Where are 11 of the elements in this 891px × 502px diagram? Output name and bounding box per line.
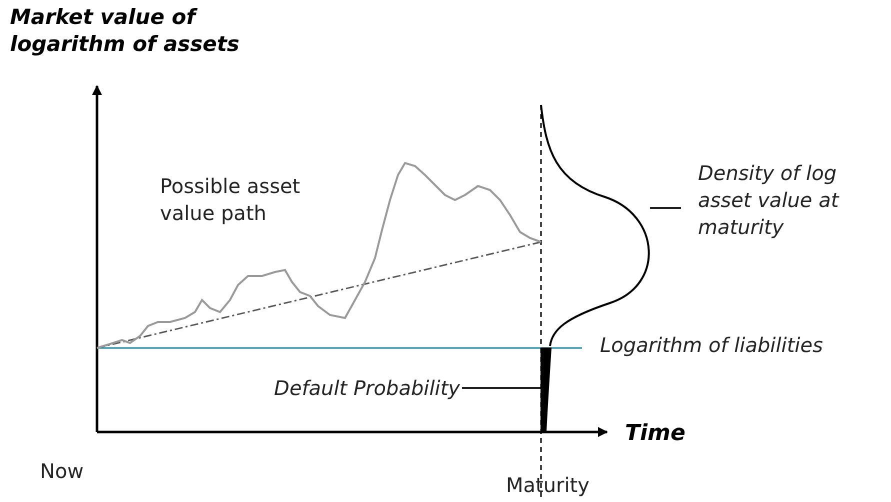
axis-title: Time xyxy=(625,420,686,447)
annotation-text: Density of log asset value at maturity xyxy=(698,160,888,241)
axis-title: Market value of logarithm of assets xyxy=(10,4,240,58)
leader-line xyxy=(462,387,541,389)
default-area xyxy=(540,348,552,432)
time-label: Now xyxy=(40,458,85,485)
line-label: Logarithm of liabilities xyxy=(600,332,824,359)
curve-label: Possible asset value path xyxy=(160,173,302,227)
time-label: Maturity xyxy=(506,472,590,499)
annotation-text: Default Probability xyxy=(215,375,460,402)
leader-line xyxy=(650,207,681,209)
